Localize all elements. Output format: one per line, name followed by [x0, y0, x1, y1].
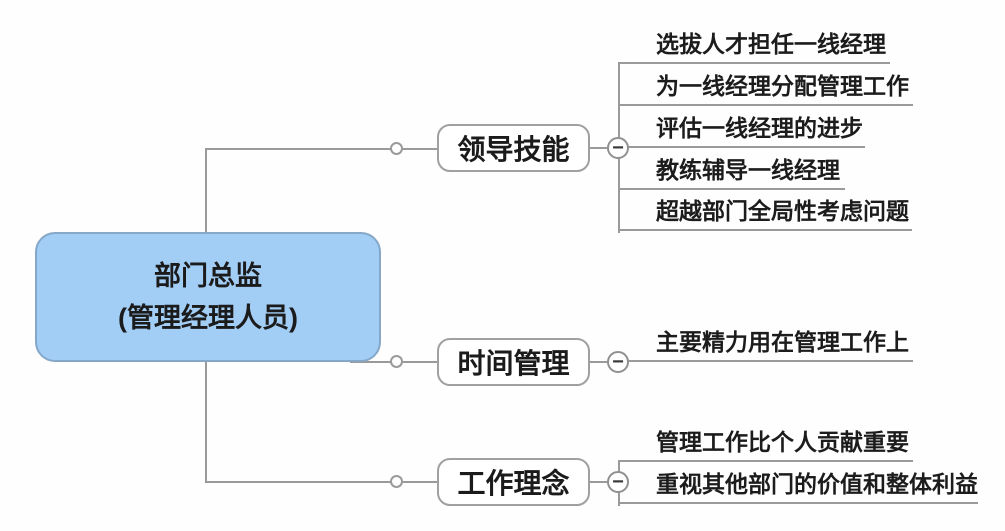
leaf-topic[interactable]: 选拔人才担任一线经理: [619, 28, 890, 64]
central-topic-title-line1: 部门总监: [154, 261, 262, 291]
branch-topic-label: 时间管理: [457, 348, 570, 379]
branch-topic-label: 领导技能: [457, 134, 570, 165]
collapse-toggle-branch1[interactable]: −: [607, 137, 629, 159]
connection-dot-branch3: [390, 475, 403, 488]
connector-branch3-horizontal: [205, 481, 438, 483]
leaf-topic[interactable]: 教练辅导一线经理: [619, 154, 845, 190]
minus-icon: −: [612, 137, 624, 159]
branch-topic-work-philosophy[interactable]: 工作理念: [437, 458, 590, 506]
branch-topic-leadership-skills[interactable]: 领导技能: [437, 124, 590, 172]
leaf-topic[interactable]: 重视其他部门的价值和整体利益: [619, 468, 978, 504]
connection-dot-branch1: [390, 142, 403, 155]
leaf-topic[interactable]: 超越部门全局性考虑问题: [619, 195, 912, 231]
collapse-toggle-branch2[interactable]: −: [607, 351, 629, 373]
connector-branch2-stub: [588, 361, 618, 363]
leaf-topic[interactable]: 主要精力用在管理工作上: [619, 326, 913, 362]
branch-topic-time-management[interactable]: 时间管理: [437, 338, 590, 386]
leaf-topic[interactable]: 为一线经理分配管理工作: [619, 70, 913, 106]
central-topic[interactable]: 部门总监 (管理经理人员): [35, 232, 381, 362]
connector-branch1-stub: [588, 147, 618, 149]
leaf-topic[interactable]: 评估一线经理的进步: [619, 112, 865, 148]
minus-icon: −: [612, 351, 624, 373]
connector-trunk-bottom-vertical: [205, 360, 207, 483]
connector-branch3-stub: [588, 481, 618, 483]
minus-icon: −: [612, 471, 624, 493]
connector-trunk-top-vertical: [205, 148, 207, 234]
leaf-topic[interactable]: 管理工作比个人贡献重要: [619, 426, 913, 462]
connection-dot-branch2: [390, 355, 403, 368]
collapse-toggle-branch3[interactable]: −: [607, 471, 629, 493]
branch-topic-label: 工作理念: [457, 468, 570, 499]
central-topic-title-line2: (管理经理人员): [118, 303, 298, 333]
connector-branch1-horizontal: [205, 148, 438, 150]
